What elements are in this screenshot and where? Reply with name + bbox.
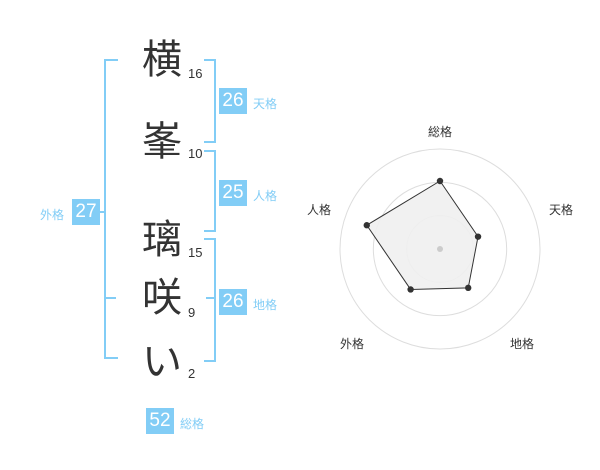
radar-label-chikaku: 地格 <box>510 337 535 351</box>
stroke-count-4: 9 <box>188 305 196 320</box>
tenkaku-bracket <box>204 59 216 143</box>
chikaku-bracket <box>204 238 216 362</box>
radar-label-gaikaku: 外格 <box>340 337 365 351</box>
radar-point-地格 <box>465 284 472 292</box>
radar-point-天格 <box>474 233 482 240</box>
soukaku-label: 総格 <box>180 417 205 431</box>
name-char-3: 璃 <box>142 217 182 263</box>
jinkaku-bracket <box>204 150 216 232</box>
radar-label-jinkaku: 人格 <box>307 203 332 217</box>
radar-center-dot <box>437 246 443 252</box>
radar-series-polygon <box>366 180 479 290</box>
stroke-count-1: 16 <box>188 66 203 81</box>
chikaku-right-tick <box>206 297 216 299</box>
stroke-count-3: 15 <box>188 245 203 260</box>
name-char-1: 横 <box>142 37 182 83</box>
gaikaku-bracket <box>104 59 118 359</box>
name-char-5: い <box>142 339 182 385</box>
chikaku-inner-tick <box>106 297 116 299</box>
tenkaku-value-badge: 26 <box>219 88 247 114</box>
soukaku-value-badge: 52 <box>146 408 174 434</box>
stroke-count-5: 2 <box>188 366 196 381</box>
name-char-2: 峯 <box>142 119 182 165</box>
tenkaku-label: 天格 <box>253 97 278 111</box>
radar-label-tenkaku: 天格 <box>549 203 574 217</box>
stroke-count-2: 10 <box>188 146 203 161</box>
gaikaku-value-badge: 27 <box>72 199 100 225</box>
radar-point-人格 <box>363 222 370 229</box>
chikaku-value-badge: 26 <box>219 289 247 315</box>
radar-point-総格 <box>436 177 444 185</box>
radar-label-soukaku: 総格 <box>428 125 453 139</box>
name-char-4: 咲 <box>142 275 182 321</box>
radar-ring-3 <box>339 148 541 350</box>
radar-point-外格 <box>407 286 414 293</box>
jinkaku-value-badge: 25 <box>219 180 247 206</box>
jinkaku-label: 人格 <box>253 189 278 203</box>
gaikaku-label: 外格 <box>40 208 65 222</box>
chikaku-label: 地格 <box>253 298 278 312</box>
